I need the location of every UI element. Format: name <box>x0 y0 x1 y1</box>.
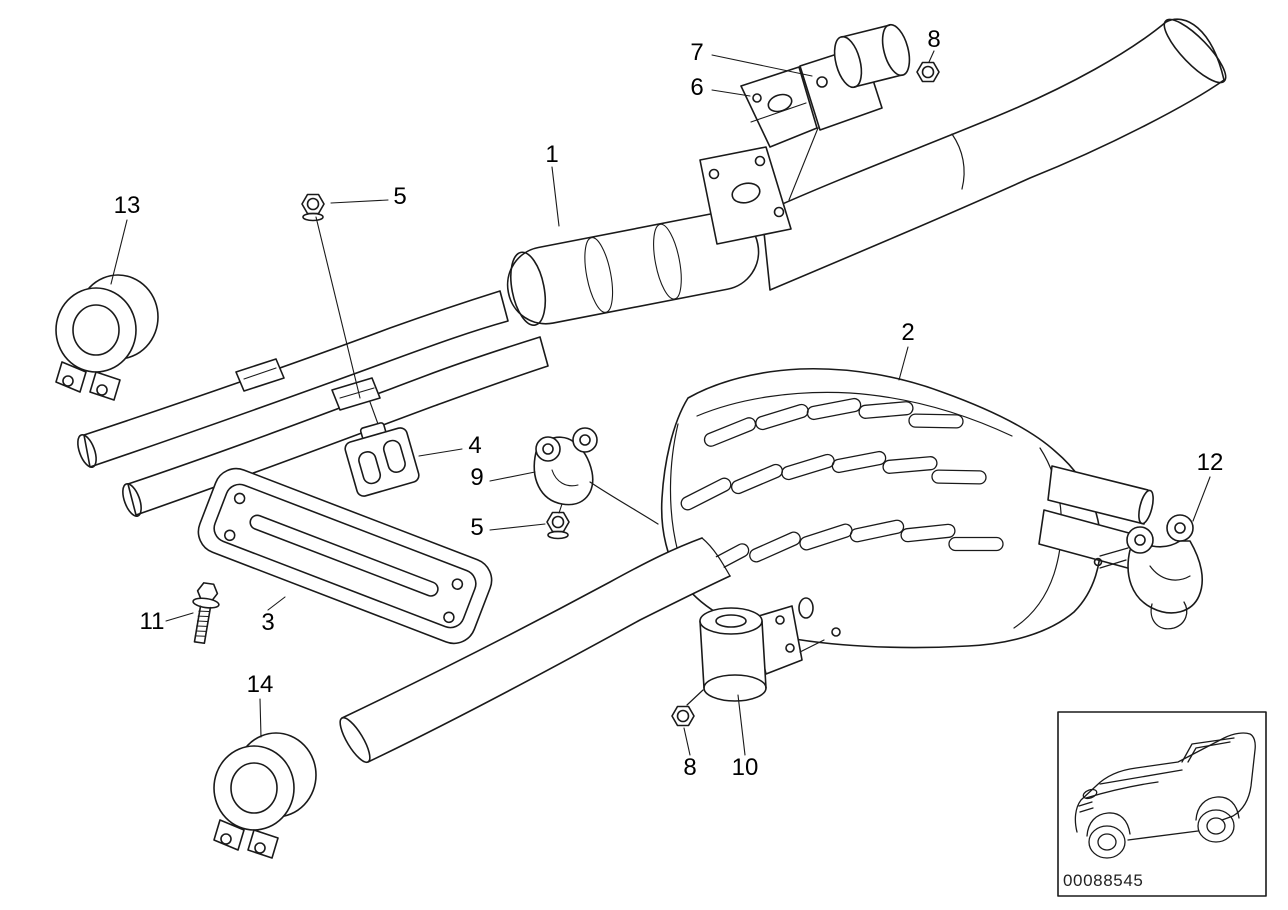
callout-5-lower: 5 <box>470 514 484 541</box>
leader-lines <box>110 50 1211 756</box>
callout-9: 9 <box>470 464 484 491</box>
nut-5-lower <box>546 511 570 540</box>
rubber-mount-10 <box>686 605 825 706</box>
callout-6: 6 <box>690 74 704 101</box>
callout-8-top: 8 <box>927 26 941 53</box>
bracket-above-mount-4 <box>331 377 381 425</box>
bolt-11 <box>192 582 220 645</box>
callout-11: 11 <box>139 608 165 635</box>
front-pipe <box>761 18 1227 291</box>
callout-13: 13 <box>113 192 141 219</box>
callout-8-bottom: 8 <box>683 754 697 781</box>
callout-12: 12 <box>1196 449 1224 476</box>
nut-5-upper <box>301 193 325 222</box>
bracket-6 <box>740 66 818 148</box>
nut-8-top <box>916 61 940 83</box>
clamp-13 <box>55 274 159 401</box>
callout-1: 1 <box>545 141 559 168</box>
bracket-9 <box>533 427 659 525</box>
bracket-12 <box>1093 514 1203 630</box>
clamp-14 <box>213 732 317 859</box>
damper-7 <box>799 23 911 131</box>
diagram-part-number: 00088545 <box>1063 871 1144 890</box>
callout-5-upper: 5 <box>393 183 407 210</box>
callout-10: 10 <box>731 754 759 781</box>
nut-8-bottom <box>671 705 695 727</box>
callout-7: 7 <box>690 39 704 66</box>
id-box <box>1057 711 1267 897</box>
callout-3: 3 <box>261 609 275 636</box>
rear-silencer <box>660 367 1102 649</box>
middle-pipe <box>339 537 731 764</box>
inlet-pipe-upper <box>77 290 509 468</box>
callout-4: 4 <box>468 432 482 459</box>
callout-2: 2 <box>901 319 915 346</box>
car-thumbnail-icon <box>1074 732 1256 859</box>
front-silencer <box>506 212 760 326</box>
rubber-mount-4 <box>344 422 420 497</box>
callout-14: 14 <box>246 671 274 698</box>
heat-shield <box>197 467 493 645</box>
mount-plate-on-pipe <box>699 146 792 245</box>
